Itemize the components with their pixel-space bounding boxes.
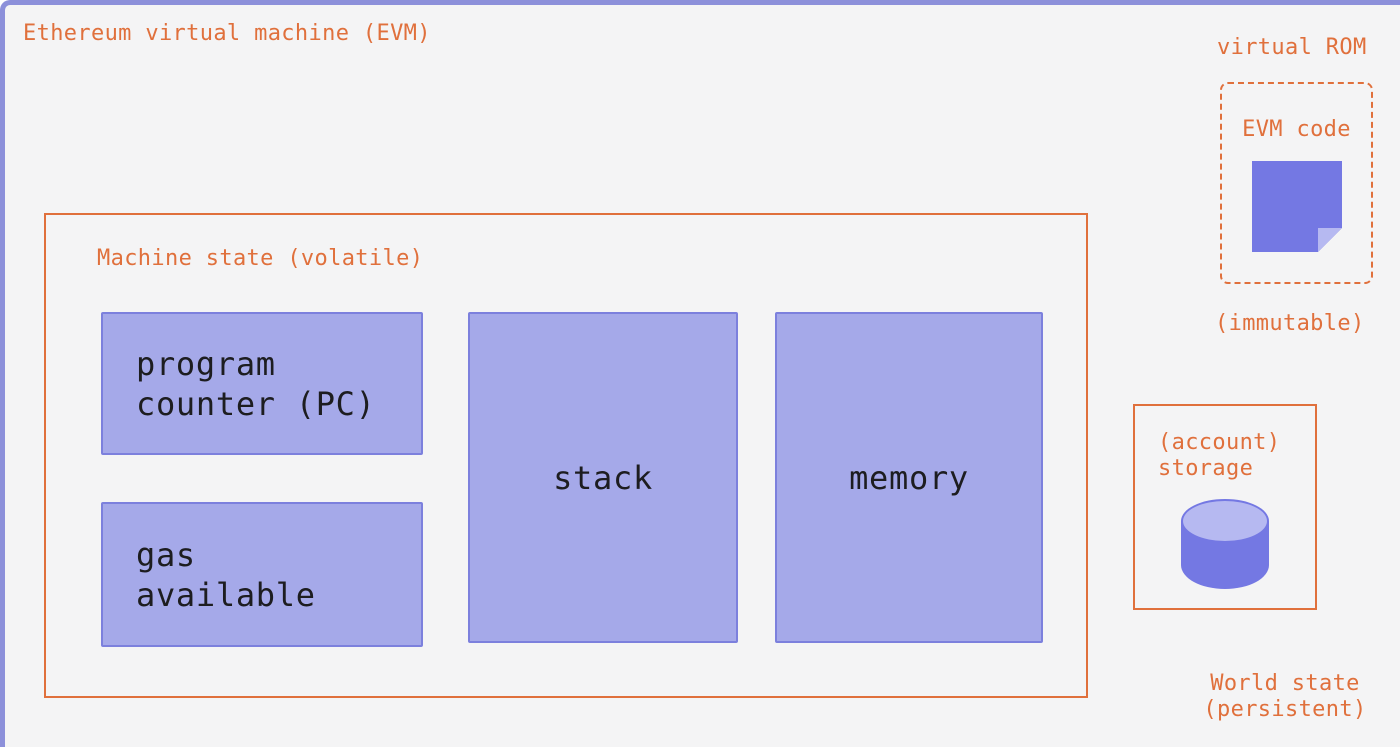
document-note-icon — [1252, 161, 1342, 252]
evm-code-label: EVM code — [1242, 117, 1351, 142]
virtual-rom-box: EVM code — [1220, 82, 1373, 284]
machine-state-box: Machine state (volatile) program counter… — [44, 213, 1088, 698]
database-cylinder-top — [1181, 499, 1269, 543]
memory-box: memory — [775, 312, 1043, 643]
immutable-label: (immutable) — [1215, 311, 1365, 336]
gas-available-box: gas available — [101, 502, 423, 647]
world-state-label: World state (persistent) — [1203, 671, 1367, 722]
account-storage-label: (account) storage — [1158, 430, 1281, 481]
stack-box: stack — [468, 312, 738, 643]
virtual-rom-label: virtual ROM — [1217, 35, 1367, 60]
database-cylinder-icon — [1181, 499, 1269, 589]
diagram-title: Ethereum virtual machine (EVM) — [23, 21, 431, 46]
account-storage-box: (account) storage — [1133, 404, 1317, 610]
program-counter-box: program counter (PC) — [101, 312, 423, 455]
machine-state-label: Machine state (volatile) — [97, 246, 424, 271]
